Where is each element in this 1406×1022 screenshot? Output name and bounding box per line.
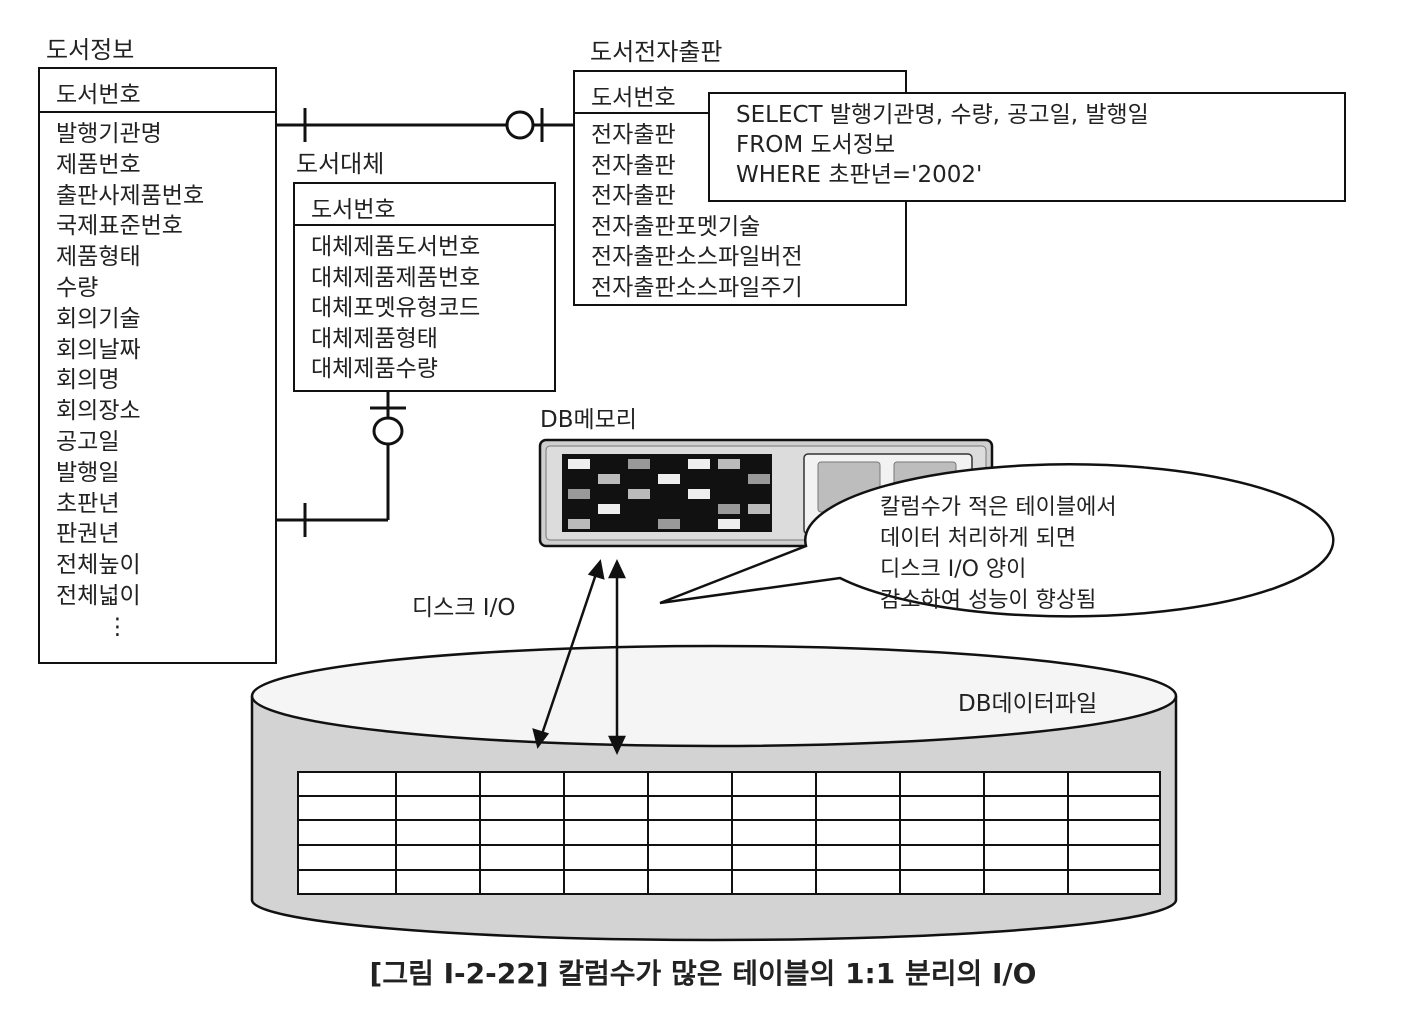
bubble-line: 데이터 처리하게 되면 — [880, 526, 1077, 551]
attribute-item: 회의기술 — [56, 305, 141, 332]
entity-title-book-ebook: 도서전자출판 — [590, 38, 723, 66]
attribute-item: 발행기관명 — [56, 121, 162, 147]
attribute-list: 전자출판 전자출판 전자출판 전자출판포멧기술 전자출판소스파일버전 전자출판소… — [575, 114, 905, 303]
attribute-item: 발행일 — [56, 459, 120, 486]
relationship-info-to-substitute — [276, 392, 406, 537]
attribute-item: 대체제품형태 — [311, 325, 438, 352]
attribute-item: 전자출판 — [591, 152, 676, 179]
bubble-line: 칼럼수가 적은 테이블에서 — [880, 495, 1117, 520]
attribute-item: 전자출판포멧기술 — [591, 213, 761, 240]
figure-caption: [그림 Ⅰ-2-22] 칼럼수가 많은 테이블의 1:1 분리의 I/O — [369, 957, 1037, 990]
attribute-item: 대체제품제품번호 — [311, 264, 481, 291]
attribute-item: 대체포멧유형코드 — [311, 295, 481, 321]
entity-title-book-info: 도서정보 — [46, 36, 135, 64]
attribute-item: 국제표준번호 — [56, 213, 183, 240]
bubble-line: 감소하여 성능이 향상됨 — [880, 588, 1097, 613]
disk-io-label: 디스크 I/O — [412, 595, 516, 621]
attribute-item: 전체높이 — [56, 552, 141, 579]
disk-io-arrows — [532, 559, 626, 755]
attribute-item: 전자출판 — [591, 122, 676, 148]
memory-buffer-grid — [562, 454, 772, 532]
attribute-item: 회의장소 — [56, 398, 141, 425]
entity-pk: 도서번호 — [40, 69, 275, 113]
sql-line: SELECT 발행기관명, 수량, 공고일, 발행일 — [736, 102, 1149, 128]
attribute-list: 발행기관명 제품번호 출판사제품번호 국제표준번호 제품형태 수량 회의기술 회… — [40, 113, 275, 643]
attribute-item: 공고일 — [56, 428, 120, 455]
speech-bubble-text: 칼럼수가 적은 테이블에서 데이터 처리하게 되면 디스크 I/O 양이 감소하… — [880, 492, 1117, 616]
attribute-item: 제품번호 — [56, 151, 141, 178]
attribute-item: 전체넓이 — [56, 582, 141, 609]
db-memory-label: DB메모리 — [540, 407, 637, 433]
sql-line: WHERE 초판년='2002' — [736, 162, 983, 188]
datafile-block-grid — [297, 771, 1161, 895]
entity-pk: 도서번호 — [295, 184, 554, 226]
attribute-item: 초판년 — [56, 490, 120, 517]
entity-book-substitute: 도서번호 대체제품도서번호 대체제품제품번호 대체포멧유형코드 대체제품형태 대… — [293, 182, 556, 392]
db-datafile-cylinder — [250, 644, 1178, 942]
attribute-item: 제품형태 — [56, 244, 141, 271]
attribute-item: 판권년 — [56, 521, 120, 548]
attribute-item: 회의명 — [56, 367, 120, 394]
attribute-item: 수량 — [56, 274, 99, 301]
attribute-ellipsis: ⋮ — [106, 613, 129, 640]
attribute-item: 대체제품도서번호 — [311, 234, 481, 260]
bubble-line: 디스크 I/O 양이 — [880, 557, 1027, 582]
relationship-info-to-ebook — [276, 108, 575, 142]
sql-line: FROM 도서정보 — [736, 132, 896, 158]
entity-book-info: 도서번호 발행기관명 제품번호 출판사제품번호 국제표준번호 제품형태 수량 회… — [38, 67, 277, 664]
attribute-item: 전자출판 — [591, 183, 676, 209]
attribute-item: 전자출판소스파일주기 — [591, 274, 803, 301]
sql-query-box: SELECT 발행기관명, 수량, 공고일, 발행일 FROM 도서정보 WHE… — [708, 92, 1346, 202]
speech-bubble — [659, 463, 1335, 618]
attribute-item: 대체제품수량 — [311, 356, 438, 382]
entity-title-book-substitute: 도서대체 — [296, 150, 385, 178]
db-datafile-label: DB데이터파일 — [958, 691, 1098, 717]
attribute-list: 대체제품도서번호 대체제품제품번호 대체포멧유형코드 대체제품형태 대체제품수량 — [295, 226, 554, 385]
attribute-item: 출판사제품번호 — [56, 182, 205, 209]
attribute-item: 전자출판소스파일버전 — [591, 244, 803, 270]
attribute-item: 회의날짜 — [56, 336, 141, 363]
